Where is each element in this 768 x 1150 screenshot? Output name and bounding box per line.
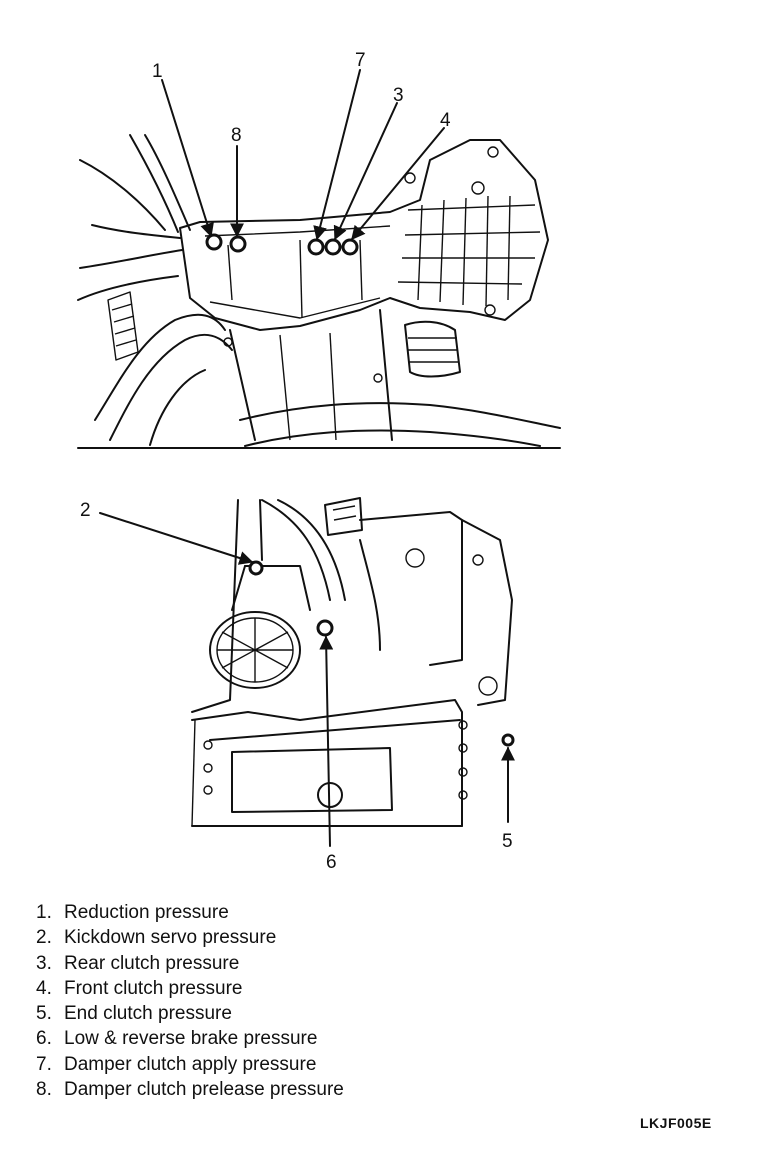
legend-item: 3.Rear clutch pressure: [36, 952, 240, 974]
legend-item: 1.Reduction pressure: [36, 902, 229, 923]
callout-2: 2: [80, 500, 91, 521]
leader-lines: [99, 69, 515, 847]
port-damper-clutch-apply: [307, 238, 325, 256]
port-rear-clutch: [324, 238, 342, 256]
callout-6: 6: [326, 852, 337, 873]
legend-item: 6.Low & reverse brake pressure: [36, 1028, 318, 1050]
port-damper-clutch-prelease: [229, 235, 247, 253]
legend-item: 2.Kickdown servo pressure: [36, 927, 277, 949]
callout-3: 3: [393, 85, 404, 106]
legend-list: 1.Reduction pressure 2.Kickdown servo pr…: [36, 900, 344, 1102]
callout-4: 4: [440, 110, 451, 131]
figure-code: LKJF005E: [640, 1115, 712, 1131]
port-kickdown-servo: [248, 560, 264, 576]
callout-5: 5: [502, 831, 513, 852]
callout-labels: 1 8 7 3 4 2 6 5: [80, 50, 513, 873]
legend-item: 4.Front clutch pressure: [36, 977, 243, 999]
legend-item: 8.Damper clutch prelease pressure: [36, 1079, 344, 1101]
port-reduction-pressure: [205, 233, 223, 251]
legend-item: 7.Damper clutch apply pressure: [36, 1053, 317, 1075]
callout-1: 1: [152, 61, 163, 82]
port-end-clutch: [501, 733, 515, 747]
port-low-reverse-brake: [316, 619, 334, 637]
legend-item: 5.End clutch pressure: [36, 1003, 232, 1025]
port-front-clutch: [341, 238, 359, 256]
top-view-illustration: [77, 134, 561, 449]
bottom-view-illustration: [191, 497, 515, 827]
callout-7: 7: [355, 50, 366, 71]
callout-8: 8: [231, 125, 242, 146]
